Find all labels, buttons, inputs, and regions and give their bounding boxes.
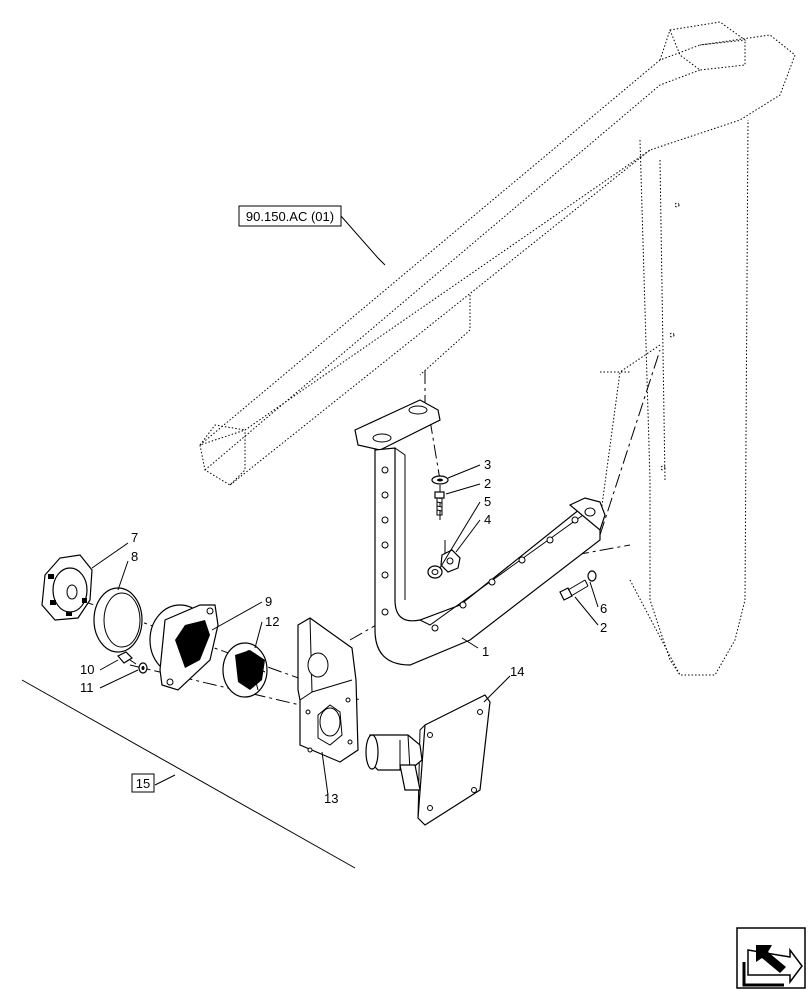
callout-7: 7 [131, 530, 138, 545]
screw-2-upper [434, 491, 445, 516]
screw-10 [117, 651, 137, 665]
callout-3: 3 [484, 457, 491, 472]
callout-4: 4 [484, 512, 491, 527]
callout-12: 12 [265, 614, 279, 629]
washer-3 [431, 475, 449, 485]
support-bracket-arm [354, 399, 606, 666]
callout-2-upper: 2 [484, 476, 491, 491]
screw-2-lower [559, 579, 589, 601]
mounting-bracket-13 [297, 617, 359, 763]
lamp-bulb-12 [222, 642, 268, 698]
callout-5: 5 [484, 494, 491, 509]
base-plate-14 [365, 694, 491, 826]
next-page-arrow-icon[interactable] [736, 927, 806, 989]
callout-numbers: 3 2 5 4 1 6 2 7 8 9 12 10 11 13 14 [80, 457, 607, 806]
lamp-knob-7 [41, 554, 93, 621]
washer-5 [427, 565, 443, 579]
section-reference-label[interactable]: 90.150.AC (01) [246, 209, 334, 224]
section-reference-box[interactable]: 90.150.AC (01) [238, 205, 342, 227]
section-reference-leader [340, 215, 386, 266]
callout-10: 10 [80, 662, 94, 677]
assembly-ref-leader [154, 774, 176, 786]
callout-6: 6 [600, 601, 607, 616]
callout-leaders [91, 464, 599, 796]
washer-6 [587, 570, 597, 582]
lens-cover-8 [93, 587, 143, 653]
callout-14: 14 [510, 664, 524, 679]
assembly-group-line [21, 679, 356, 869]
nut-4 [440, 549, 461, 573]
callout-8: 8 [131, 549, 138, 564]
callout-9: 9 [265, 594, 272, 609]
assembly-reference-label[interactable]: 15 [136, 776, 150, 791]
lamp-housing-9 [149, 604, 219, 691]
assembly-reference-box[interactable]: 15 [131, 773, 155, 793]
callout-2-lower: 2 [600, 620, 607, 635]
washer-11 [138, 662, 148, 674]
callout-13: 13 [324, 791, 338, 806]
cab-frame [199, 21, 796, 676]
callout-11: 11 [80, 680, 94, 695]
callout-1: 1 [482, 644, 489, 659]
